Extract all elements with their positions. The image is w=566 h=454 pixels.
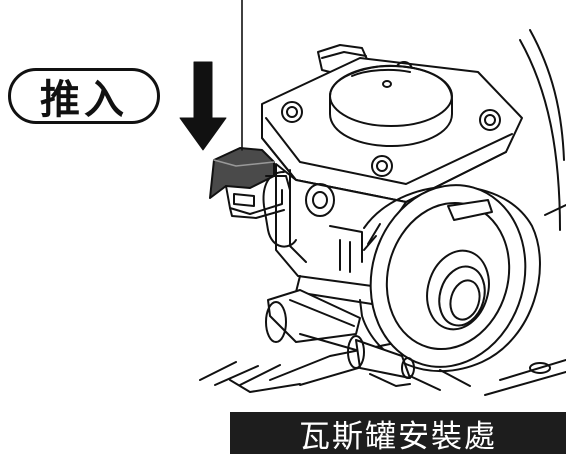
background-frame xyxy=(199,29,566,396)
diaphragm-dome xyxy=(329,64,453,147)
feed-pipes xyxy=(265,289,415,387)
caption-bar: 瓦斯罐安裝處 xyxy=(230,412,566,454)
gas-canister-mount-diagram xyxy=(179,0,566,396)
regulator-body xyxy=(262,163,407,305)
push-instruction-label: 推入 xyxy=(40,77,128,123)
push-lever xyxy=(209,147,291,219)
caption-text: 瓦斯罐安裝處 xyxy=(299,418,497,454)
handwheel xyxy=(359,184,541,373)
push-instruction-badge: 推入 xyxy=(8,68,160,124)
down-arrow-icon xyxy=(179,61,227,151)
